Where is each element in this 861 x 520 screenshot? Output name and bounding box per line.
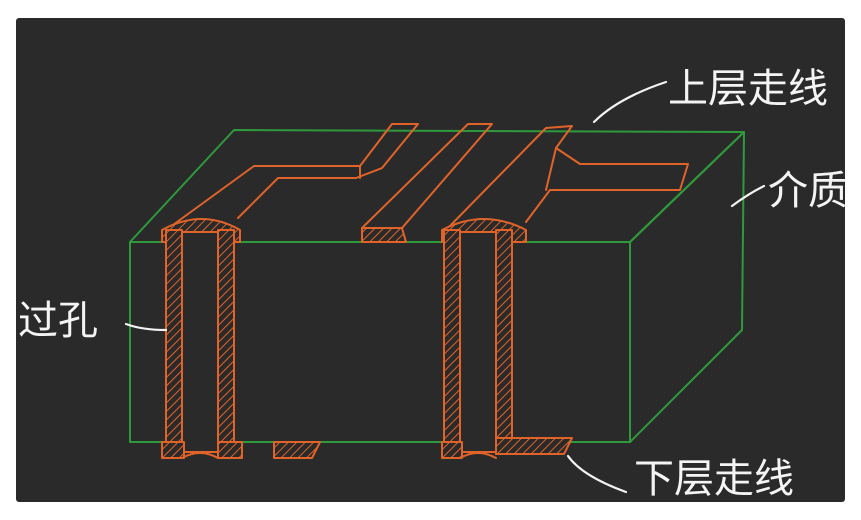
label-via: 过孔 [18, 298, 98, 344]
leader-top-trace [594, 82, 666, 122]
pcb-cross-section-diagram: 上层走线 介质 过孔 下层走线 [16, 18, 845, 502]
leader-via [126, 324, 166, 330]
label-dielectric: 介质 [768, 168, 845, 214]
label-bottom-trace: 下层走线 [634, 456, 794, 502]
via-right [442, 219, 526, 458]
diagram-canvas: 上层走线 介质 过孔 下层走线 [16, 18, 845, 502]
leader-dielectric [732, 186, 764, 206]
via-left [162, 219, 242, 458]
top-layer-traces [166, 124, 688, 242]
leader-bottom-trace [568, 456, 626, 492]
label-top-trace: 上层走线 [668, 66, 828, 112]
